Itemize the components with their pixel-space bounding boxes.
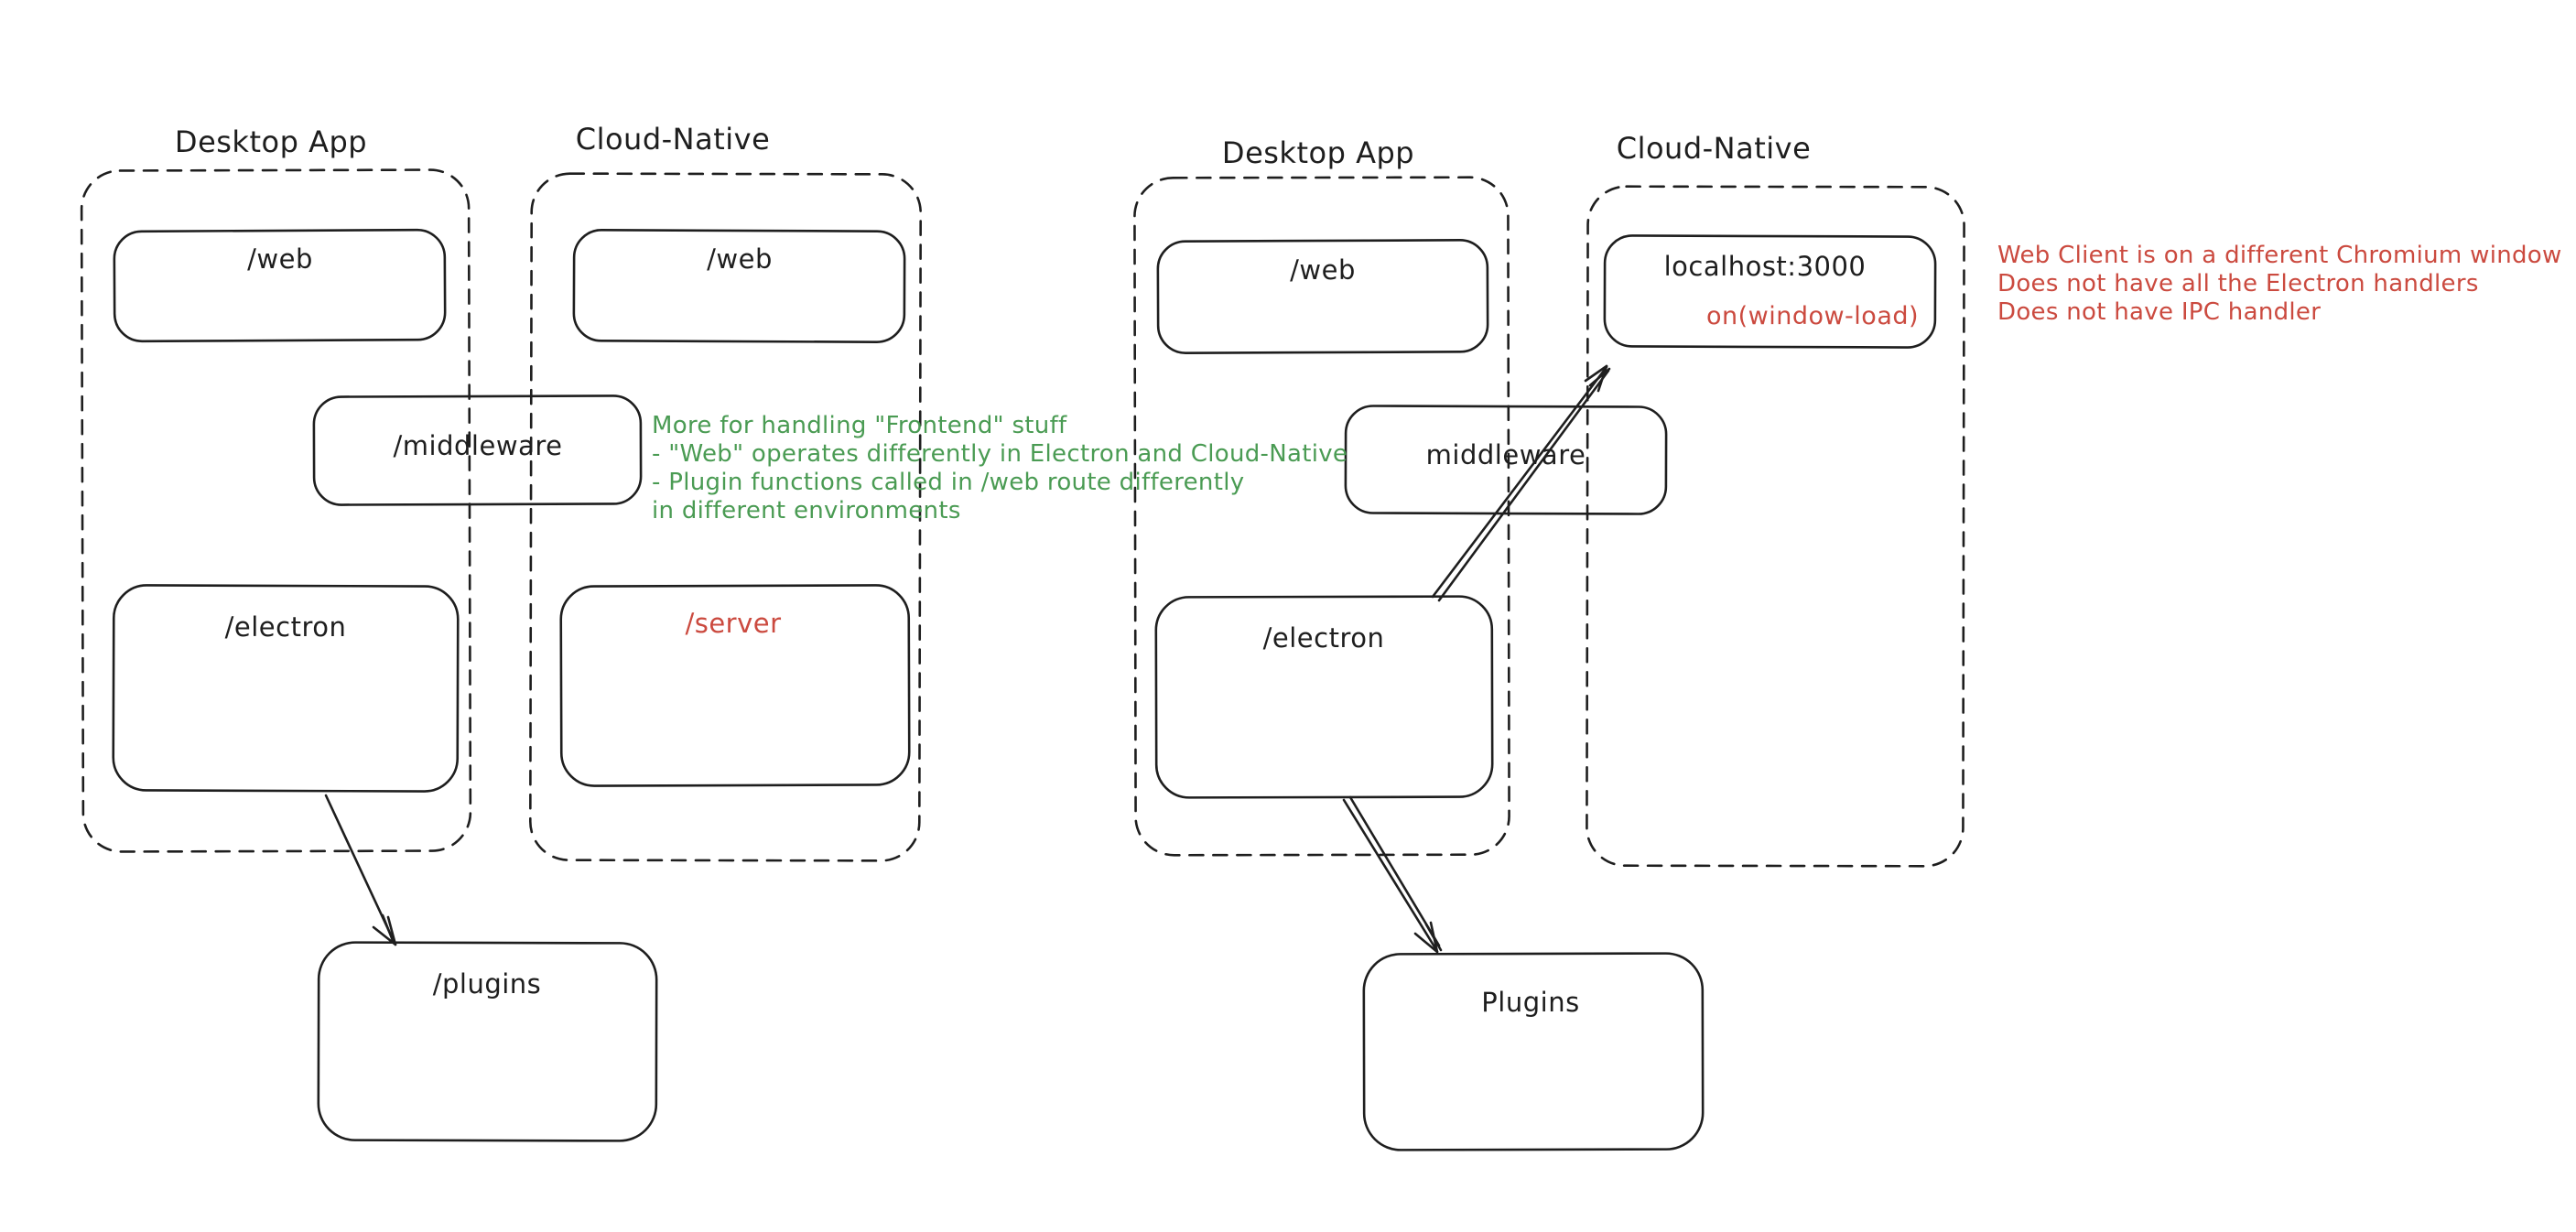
red-annotation-line1: Web Client is on a different Chromium wi… [1997, 242, 2562, 269]
left-cloud-native-container [529, 172, 922, 862]
left-middleware-box [312, 394, 643, 506]
left-web-desktop-box [113, 228, 447, 343]
red-annotation: Web Client is on a different Chromium wi… [1997, 242, 2562, 327]
right-cloud-native-label: Cloud-Native [1616, 131, 1812, 166]
right-cloud-native-container [1586, 185, 1965, 868]
green-annotation-line4: in different environments [652, 497, 961, 524]
right-plugins-box [1362, 952, 1705, 1151]
right-plugins-node-label: Plugins [1481, 987, 1580, 1018]
right-electron-box [1154, 595, 1494, 799]
right-web-box [1156, 239, 1489, 354]
green-annotation: More for handling "Frontend" stuff - "We… [652, 412, 1348, 525]
green-annotation-line1: More for handling "Frontend" stuff [652, 412, 1067, 439]
right-localhost-node-label: localhost:3000 [1663, 251, 1867, 282]
arrow-left-electron-to-plugins [324, 794, 397, 946]
red-annotation-line3: Does not have IPC handler [1997, 298, 2322, 326]
left-electron-node-label: /electron [224, 611, 347, 643]
left-web-cloud-node-label: /web [707, 243, 773, 275]
arrow-right-electron-to-plugins [1342, 795, 1443, 954]
left-web-cloud-box [572, 229, 906, 343]
right-desktop-app-container [1133, 176, 1510, 857]
left-plugins-box [317, 941, 658, 1142]
right-on-window-load-label: on(window-load) [1705, 302, 1920, 330]
left-desktop-app-container [80, 168, 472, 853]
right-middleware-box [1344, 405, 1668, 515]
green-annotation-line3: - Plugin functions called in /web route … [652, 469, 1245, 496]
right-middleware-node-label: middleware [1425, 439, 1586, 470]
left-middleware-node-label: /middleware [393, 430, 563, 461]
right-electron-node-label: /electron [1262, 622, 1385, 654]
right-desktop-app-label: Desktop App [1221, 135, 1415, 170]
right-localhost-box [1603, 234, 1937, 349]
left-server-node-label: /server [685, 608, 782, 639]
left-plugins-node-label: /plugins [432, 968, 542, 1000]
left-server-box [559, 584, 911, 787]
green-annotation-line2: - "Web" operates differently in Electron… [652, 440, 1348, 468]
left-cloud-native-label: Cloud-Native [575, 122, 771, 157]
red-annotation-line2: Does not have all the Electron handlers [1997, 270, 2479, 297]
arrow-right-electron-to-localhost [1431, 364, 1611, 602]
right-web-node-label: /web [1290, 254, 1356, 286]
left-desktop-app-label: Desktop App [174, 124, 368, 159]
left-electron-box [112, 584, 460, 793]
left-web-desktop-node-label: /web [247, 243, 313, 275]
